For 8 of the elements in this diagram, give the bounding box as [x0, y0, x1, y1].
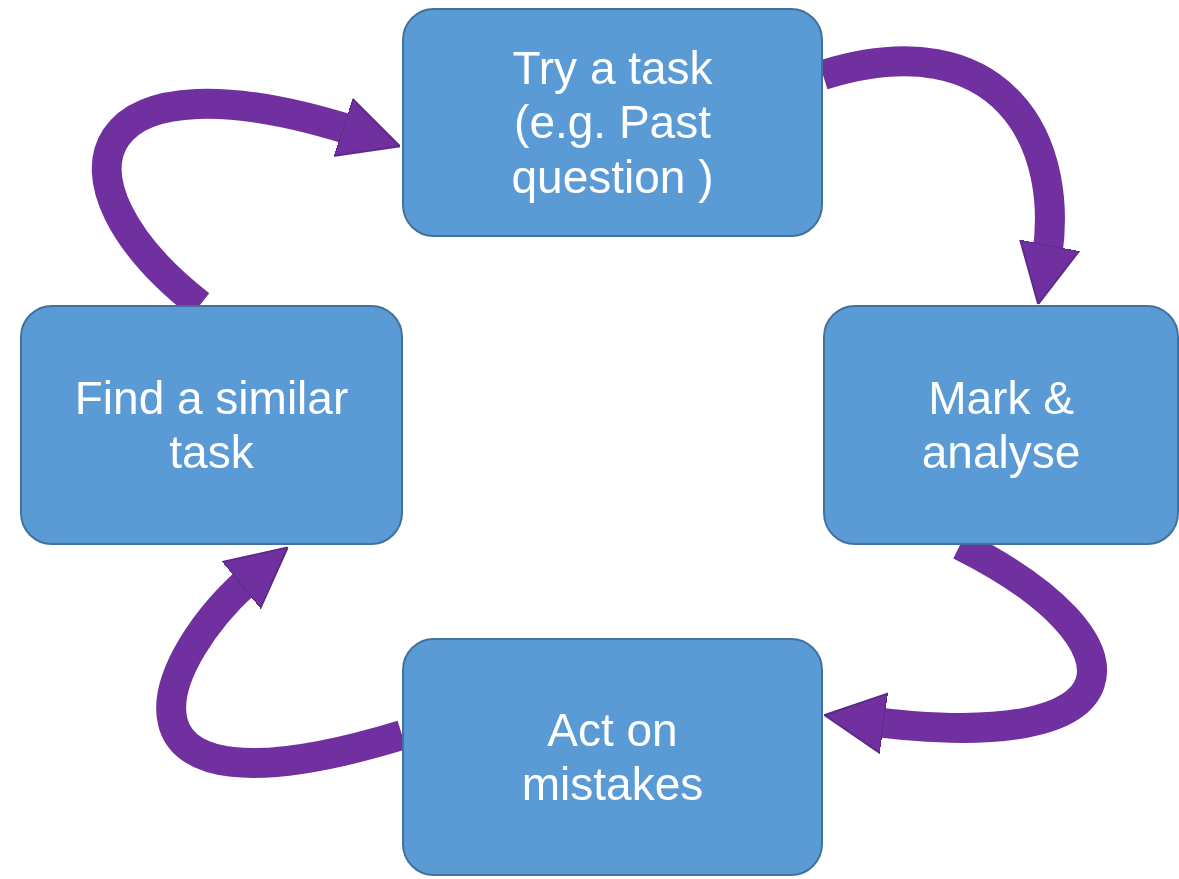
process-box	[823, 305, 1179, 545]
step-label: Mark & analyse	[920, 370, 1082, 480]
process-box	[20, 305, 403, 545]
process-box	[402, 638, 823, 876]
step-label: Act on mistakes	[520, 702, 705, 812]
step-label: Find a similar task	[73, 370, 350, 480]
step-label: Try a task (e.g. Past question )	[510, 41, 715, 204]
process-box	[402, 8, 823, 237]
